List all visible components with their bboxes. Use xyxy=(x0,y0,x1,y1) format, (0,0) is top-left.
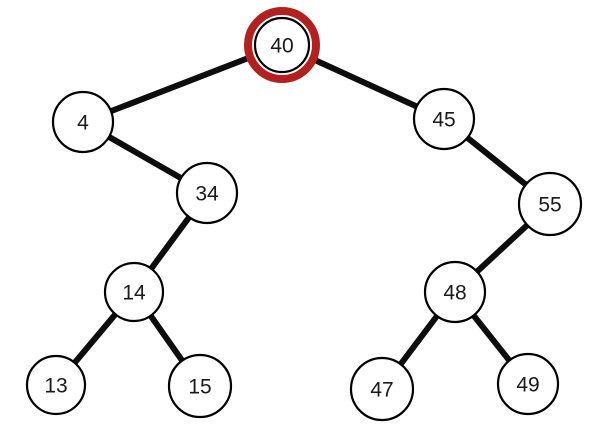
tree-node-13 xyxy=(25,354,87,416)
tree-node-15 xyxy=(167,353,233,419)
tree-node-label-55: 55 xyxy=(538,193,561,216)
tree-node-label-49: 49 xyxy=(516,373,539,396)
tree-node-label-15: 15 xyxy=(188,375,211,398)
tree-node-label-48: 48 xyxy=(443,281,466,304)
tree-node-label-4: 4 xyxy=(77,111,89,134)
tree-node-label-14: 14 xyxy=(122,281,146,304)
tree-node-40 xyxy=(253,16,311,74)
tree-node-47 xyxy=(349,356,415,422)
tree-node-14 xyxy=(103,261,165,323)
tree-node-label-45: 45 xyxy=(432,108,455,131)
tree-node-49 xyxy=(496,352,560,416)
tree-node-48 xyxy=(423,260,487,324)
tree-node-34 xyxy=(175,161,239,225)
tree-node-label-34: 34 xyxy=(195,182,219,205)
tree-node-label-13: 13 xyxy=(44,374,67,397)
tree-node-45 xyxy=(412,87,476,151)
tree-node-label-47: 47 xyxy=(370,378,393,401)
tree-node-4 xyxy=(51,90,115,154)
tree-node-label-40: 40 xyxy=(270,34,293,57)
tree-node-55 xyxy=(517,171,583,237)
